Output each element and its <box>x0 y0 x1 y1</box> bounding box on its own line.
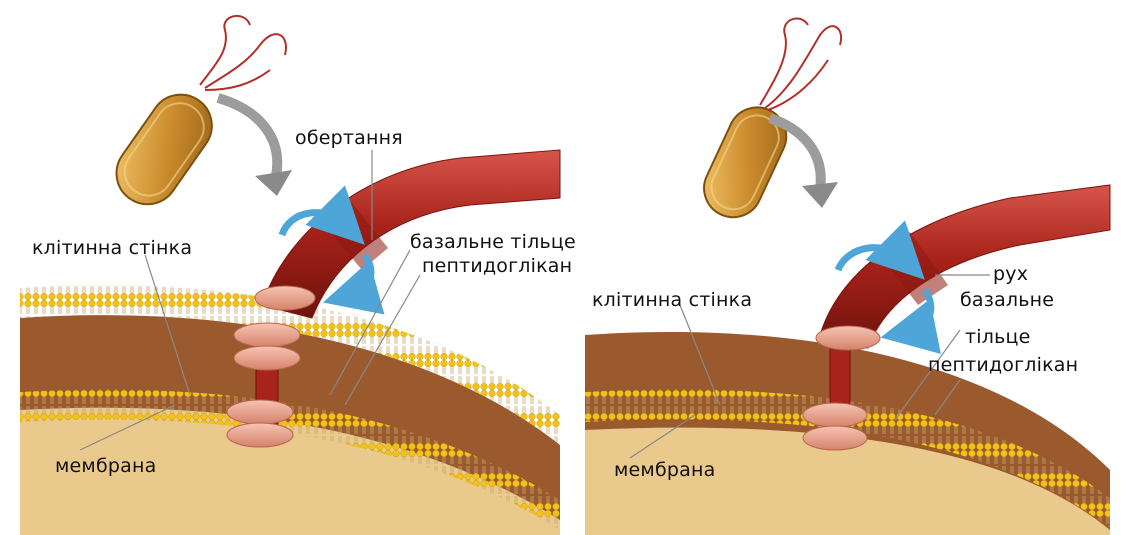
left-label-basal-body: базальне тільце <box>410 232 576 253</box>
left-ring-ms <box>227 400 293 424</box>
right-label-basal-line1: базальне <box>960 290 1054 311</box>
right-flagellum <box>820 185 1110 348</box>
right-panel <box>585 18 1110 535</box>
right-label-peptidoglycan: пептидоглікан <box>928 355 1078 376</box>
right-gray-arrowhead <box>802 182 838 208</box>
right-label-basal-line2: тільце <box>965 327 1031 348</box>
right-ring-top <box>816 326 880 350</box>
left-ring-l <box>255 286 315 310</box>
left-bacterium <box>104 82 224 216</box>
left-label-membrane: мембрана <box>55 456 156 477</box>
left-ring-c <box>227 423 293 447</box>
left-gray-arrow <box>218 98 277 180</box>
left-label-peptidoglycan: пептидоглікан <box>422 256 572 277</box>
right-ring-c <box>803 426 867 450</box>
left-bacterium-flagella <box>200 16 286 90</box>
left-label-cell-wall: клітинна стінка <box>32 238 192 259</box>
right-label-membrane: мембрана <box>614 460 715 481</box>
left-gray-arrowhead <box>255 170 292 196</box>
right-label-movement: рух <box>993 264 1028 285</box>
right-ring-ms <box>803 403 867 427</box>
right-bacterium-flagella <box>760 18 841 110</box>
left-ring-p <box>234 323 300 347</box>
left-ring-p2 <box>234 346 300 370</box>
right-label-cell-wall: клітинна стінка <box>592 290 752 311</box>
left-label-rotation: обертання <box>295 128 403 149</box>
